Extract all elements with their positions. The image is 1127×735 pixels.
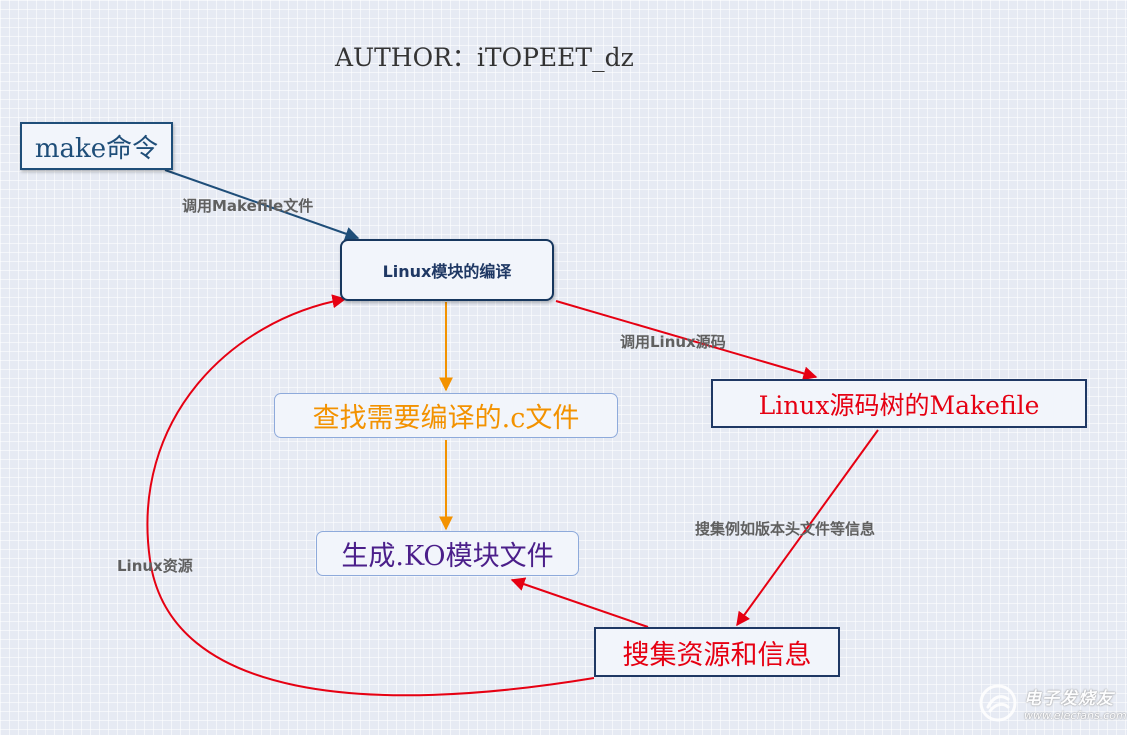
generate-ko-node: 生成.KO模块文件 bbox=[316, 531, 579, 576]
module-compile-label: Linux模块的编译 bbox=[382, 262, 512, 281]
edge-label-call-linux-source: 调用Linux源码 bbox=[620, 333, 726, 351]
collect-info-label: 搜集资源和信息 bbox=[622, 639, 812, 671]
find-c-files-node: 查找需要编译的.c文件 bbox=[274, 393, 618, 438]
edge-label-call-makefile: 调用Makefile文件 bbox=[182, 197, 314, 215]
author-title: AUTHOR：iTOPEET_dz bbox=[335, 43, 634, 72]
module-compile-node: Linux模块的编译 bbox=[340, 239, 554, 301]
find-c-files-label: 查找需要编译的.c文件 bbox=[312, 403, 580, 434]
edge-label-collect-version-headers: 搜集例如版本头文件等信息 bbox=[695, 520, 876, 538]
kernel-makefile-node: Linux源码树的Makefile bbox=[711, 379, 1087, 428]
arrow-kernel-makefile-to-collect bbox=[736, 429, 879, 627]
arrow-compile-to-kernel-makefile bbox=[555, 300, 818, 381]
watermark: 电子发烧友 www.elecfans.com bbox=[978, 683, 1127, 723]
watermark-text: 电子发烧友 www.elecfans.com bbox=[1024, 684, 1127, 722]
make-command-label: make命令 bbox=[34, 133, 159, 164]
watermark-logo-icon bbox=[979, 684, 1017, 722]
watermark-url: www.elecfans.com bbox=[1024, 709, 1127, 722]
arrow-make-to-compile bbox=[164, 169, 360, 241]
edge-label-linux-resources: Linux资源 bbox=[117, 557, 193, 575]
make-command-node: make命令 bbox=[20, 122, 173, 170]
arrow-linux-resources-loop bbox=[146, 294, 595, 697]
generate-ko-label: 生成.KO模块文件 bbox=[341, 541, 554, 572]
arrow-collect-to-ko bbox=[510, 577, 649, 628]
kernel-makefile-label: Linux源码树的Makefile bbox=[758, 390, 1040, 420]
collect-info-node: 搜集资源和信息 bbox=[594, 627, 840, 677]
watermark-name: 电子发烧友 bbox=[1024, 689, 1114, 709]
